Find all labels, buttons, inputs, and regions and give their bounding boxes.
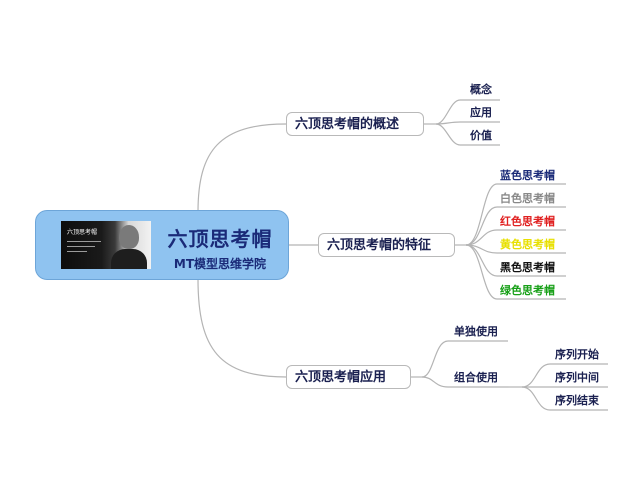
connector-b2-c3 — [465, 229, 566, 246]
connector-b1-c2 — [435, 121, 500, 125]
connector-branch-1 — [197, 123, 287, 213]
connector-b2-c6 — [465, 244, 566, 300]
central-topic[interactable]: 六顶思考帽 六顶思考帽 MT模型思维学院 — [35, 210, 289, 280]
connector-combo-c3 — [521, 386, 608, 411]
leaf-white-hat[interactable]: 白色思考帽 — [500, 192, 555, 205]
cover-thumbnail: 六顶思考帽 — [61, 221, 151, 269]
connector-combo-c1 — [521, 363, 608, 388]
central-subtitle: MT模型思维学院 — [173, 257, 267, 271]
leaf-concept[interactable]: 概念 — [470, 83, 492, 96]
connector-b1-c3 — [435, 123, 500, 146]
connector-b3-c1 — [421, 340, 508, 378]
central-title: 六顶思考帽 — [167, 227, 273, 251]
thumbnail-text-line — [67, 251, 87, 252]
branch-features[interactable]: 六顶思考帽的特征 — [318, 233, 455, 257]
thumbnail-text-line — [67, 241, 101, 242]
leaf-red-hat[interactable]: 红色思考帽 — [500, 215, 555, 228]
leaf-single-use[interactable]: 单独使用 — [454, 325, 498, 338]
connector-b3-c2 — [421, 376, 508, 388]
portrait-body — [111, 249, 147, 269]
leaf-sequence-start[interactable]: 序列开始 — [555, 348, 599, 361]
leaf-combined-use[interactable]: 组合使用 — [454, 371, 498, 384]
connector-b2-c2 — [465, 206, 566, 246]
thumbnail-title: 六顶思考帽 — [67, 229, 98, 236]
connector-b2-c1 — [465, 183, 566, 246]
leaf-sequence-middle[interactable]: 序列中间 — [555, 371, 599, 384]
leaf-yellow-hat[interactable]: 黄色思考帽 — [500, 238, 555, 251]
thumbnail-text-line — [67, 246, 95, 247]
leaf-sequence-end[interactable]: 序列结束 — [555, 394, 599, 407]
leaf-application[interactable]: 应用 — [470, 106, 492, 119]
leaf-green-hat[interactable]: 绿色思考帽 — [500, 284, 555, 297]
portrait-head — [119, 225, 139, 249]
leaf-black-hat[interactable]: 黑色思考帽 — [500, 261, 555, 274]
leaf-value[interactable]: 价值 — [470, 129, 492, 142]
branch-overview[interactable]: 六顶思考帽的概述 — [286, 112, 424, 136]
connector-branch-3 — [197, 278, 287, 378]
connector-b1-c1 — [435, 99, 500, 125]
branch-usage[interactable]: 六顶思考帽应用 — [286, 365, 411, 389]
leaf-blue-hat[interactable]: 蓝色思考帽 — [500, 169, 555, 182]
